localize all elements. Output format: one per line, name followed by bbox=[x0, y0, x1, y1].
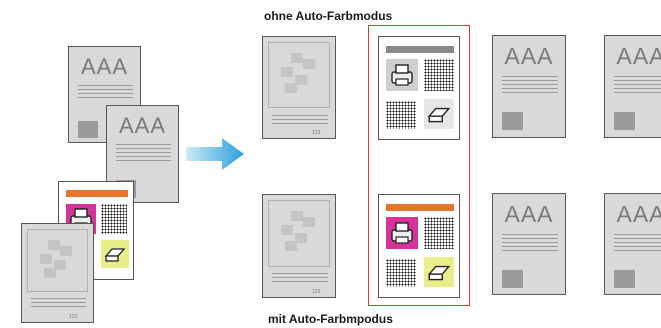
text-lines bbox=[502, 76, 558, 96]
source-page-text-1: AAA bbox=[68, 46, 141, 143]
image-frame bbox=[268, 200, 330, 267]
image-placeholder bbox=[614, 112, 635, 130]
image-frame bbox=[27, 229, 88, 292]
fax-icon bbox=[104, 248, 126, 262]
aaa-text: AAA bbox=[504, 43, 554, 69]
output-row-without: 123 AAA AAA bbox=[0, 0, 661, 160]
output-page-grayscale bbox=[378, 36, 460, 140]
aaa-text: AAA bbox=[616, 201, 661, 227]
orange-header-bar bbox=[66, 190, 128, 197]
printer-icon bbox=[391, 222, 413, 244]
image-frame bbox=[268, 42, 330, 108]
source-document-stack: AAA AAA bbox=[0, 0, 190, 328]
page-number: 123 bbox=[312, 130, 321, 136]
image-placeholder bbox=[614, 270, 635, 288]
fax-icon bbox=[427, 265, 451, 281]
output-page-text: AAA bbox=[492, 35, 566, 138]
aaa-text: AAA bbox=[504, 201, 554, 227]
image-placeholder bbox=[502, 270, 523, 288]
dot-pattern bbox=[386, 101, 416, 129]
output-page-text-partial: AAA bbox=[604, 193, 661, 295]
text-lines bbox=[272, 115, 328, 127]
output-page-text: AAA bbox=[492, 193, 566, 295]
orange-header-bar bbox=[386, 204, 454, 211]
text-lines bbox=[614, 234, 661, 254]
gray-header-bar bbox=[386, 46, 454, 53]
image-placeholder bbox=[78, 121, 98, 138]
text-lines bbox=[614, 76, 661, 96]
text-lines bbox=[116, 144, 171, 164]
text-lines bbox=[31, 298, 86, 310]
arrow-right-icon bbox=[186, 138, 244, 170]
page-number: 123 bbox=[312, 289, 321, 295]
output-page-color bbox=[378, 194, 460, 298]
gray-pattern bbox=[281, 211, 315, 251]
aaa-text: AAA bbox=[616, 43, 661, 69]
page-number: 123 bbox=[69, 314, 78, 320]
output-page-gray: 123 bbox=[262, 194, 336, 298]
dot-pattern bbox=[424, 217, 454, 249]
text-lines bbox=[502, 234, 558, 254]
gray-pattern bbox=[40, 240, 72, 278]
dot-pattern bbox=[386, 259, 416, 287]
printer-icon bbox=[391, 64, 413, 86]
label-without-auto-color: ohne Auto-Farbmodus bbox=[264, 9, 393, 23]
comparison-highlight-frame bbox=[368, 25, 470, 306]
label-with-auto-color: mit Auto-Farbmpodus bbox=[268, 312, 393, 326]
image-placeholder bbox=[502, 112, 523, 130]
output-row-with: 123 AAA AAA bbox=[0, 160, 661, 310]
dot-pattern bbox=[424, 59, 454, 91]
aaa-text: AAA bbox=[118, 113, 167, 138]
aaa-text: AAA bbox=[80, 54, 129, 79]
output-page-gray: 123 bbox=[262, 36, 336, 139]
text-lines bbox=[78, 85, 133, 101]
output-page-text-partial: AAA bbox=[604, 35, 661, 138]
gray-pattern bbox=[281, 53, 315, 93]
source-page-gray: 123 bbox=[21, 223, 94, 323]
fax-icon bbox=[427, 107, 451, 123]
text-lines bbox=[272, 273, 328, 285]
dot-pattern bbox=[101, 204, 127, 234]
